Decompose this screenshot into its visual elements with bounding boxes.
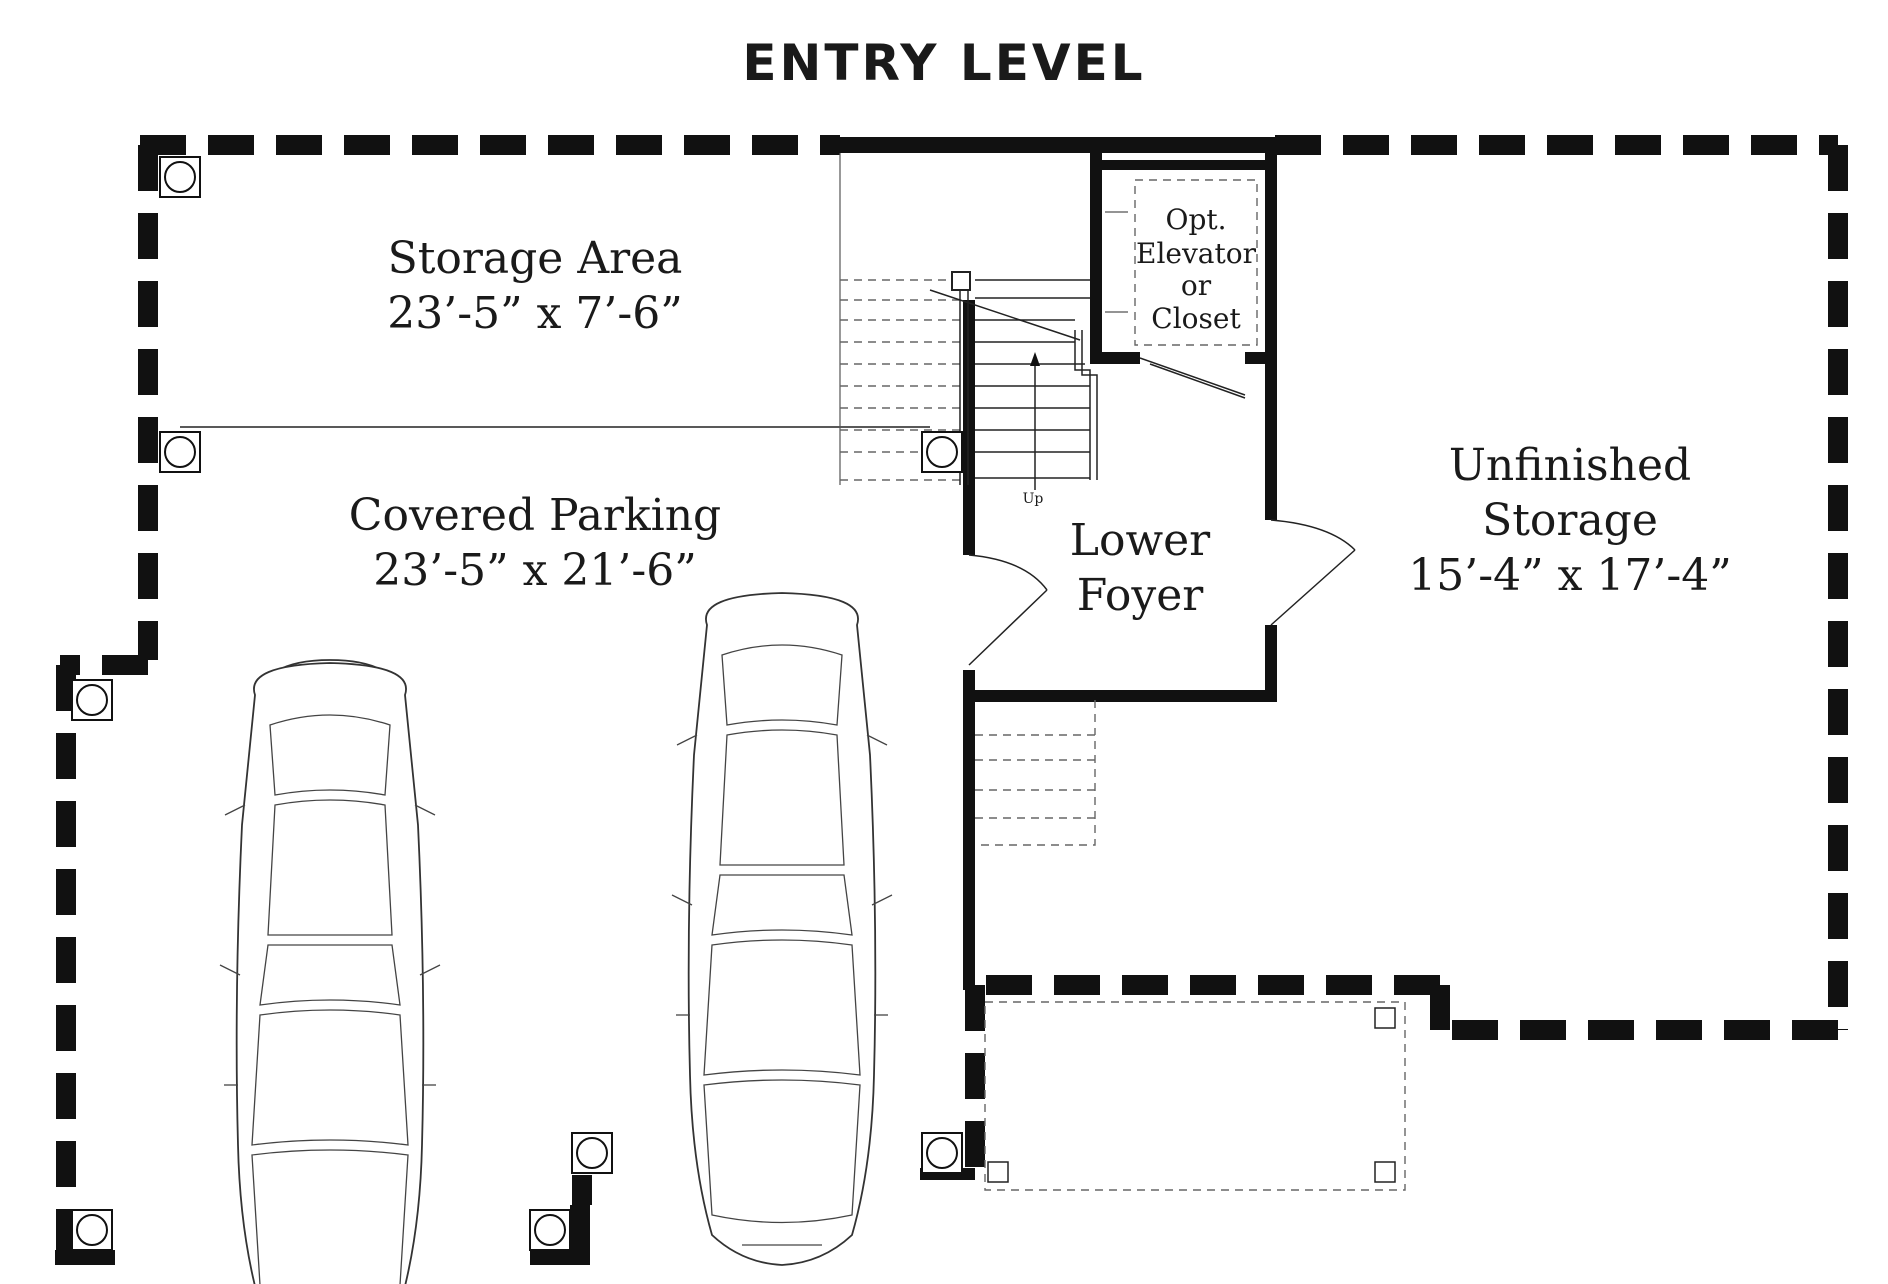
wall-corners [55,1175,592,1265]
car-right [671,592,893,1266]
unfinished-storage-name-line1: Unfinished [1449,440,1691,491]
front-porch [984,1001,1406,1191]
elevator-label-line4: Closet [1151,302,1241,335]
upper-stairs: Up [840,271,1098,507]
solid-walls [840,137,1277,1180]
post [921,431,963,473]
doors [968,357,1356,666]
lower-stairs [975,700,1096,846]
elevator-box: Opt. Elevator or Closet [1105,179,1258,346]
unfinished-storage-name-line2: Storage [1482,495,1658,546]
storage-area-name: Storage Area [388,233,683,284]
storage-area-size: 23’-5” x 7’-6” [387,288,682,339]
elevator-label-line2: Elevator [1136,237,1257,270]
posts [71,156,963,1251]
lower-foyer-name-line1: Lower [1070,515,1211,566]
plan-title: ENTRY LEVEL [742,34,1145,92]
elevator-label-line1: Opt. [1165,203,1226,236]
post [71,679,113,721]
stairs-up-label: Up [1023,491,1044,507]
covered-parking-name: Covered Parking [349,490,721,541]
post [529,1209,571,1251]
post [71,1209,113,1251]
covered-parking-size: 23’-5” x 21’-6” [373,545,696,596]
post [159,431,201,473]
post [159,156,201,198]
car-left [219,659,441,1284]
elevator-label-line3: or [1181,269,1212,302]
lower-foyer-name-line2: Foyer [1077,570,1205,621]
unfinished-storage-size: 15’-4” x 17’-4” [1408,550,1731,601]
post [921,1132,963,1174]
post [571,1132,613,1174]
exterior-dashed-walls [56,135,1848,1255]
